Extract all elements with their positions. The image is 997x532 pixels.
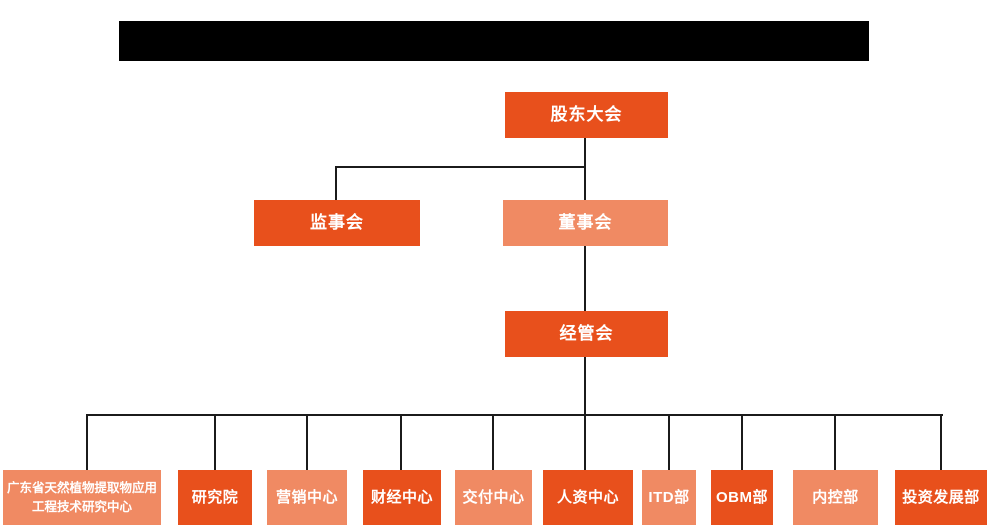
connector-management-down xyxy=(584,357,586,416)
connector-branch-horizontal xyxy=(335,166,586,168)
connector-drop-research xyxy=(214,414,216,470)
connector-drop-obm xyxy=(741,414,743,470)
org-node-obm-department: OBM部 xyxy=(711,470,773,525)
org-node-management-committee: 经管会 xyxy=(505,311,668,357)
org-node-hr-center: 人资中心 xyxy=(543,470,633,525)
org-node-itd-department: ITD部 xyxy=(642,470,696,525)
connector-drop-marketing xyxy=(306,414,308,470)
org-node-internal-control-department: 内控部 xyxy=(793,470,878,525)
org-node-marketing-center: 营销中心 xyxy=(267,470,347,525)
connector-drop-investment xyxy=(940,414,942,470)
connector-drop-hr xyxy=(584,414,586,470)
connector-drop-itd xyxy=(668,414,670,470)
redacted-title-bar xyxy=(119,21,869,61)
org-node-research-institute: 研究院 xyxy=(178,470,252,525)
connector-drop-gd-center xyxy=(86,414,88,470)
org-node-supervisory-board: 监事会 xyxy=(254,200,420,246)
org-node-shareholders-meeting: 股东大会 xyxy=(505,92,668,138)
connector-drop-control xyxy=(834,414,836,470)
connector-supervisory-drop xyxy=(335,166,337,200)
connector-shareholders-down xyxy=(584,138,586,200)
connector-board-management xyxy=(584,246,586,311)
org-node-board-of-directors: 董事会 xyxy=(503,200,668,246)
org-node-finance-center: 财经中心 xyxy=(363,470,441,525)
connector-drop-delivery xyxy=(492,414,494,470)
connector-drop-finance xyxy=(400,414,402,470)
org-node-investment-development-department: 投资发展部 xyxy=(895,470,987,525)
org-node-delivery-center: 交付中心 xyxy=(455,470,532,525)
connector-distribution-bar xyxy=(86,414,943,416)
org-node-gd-research-center: 广东省天然植物提取物应用工程技术研究中心 xyxy=(3,470,161,525)
